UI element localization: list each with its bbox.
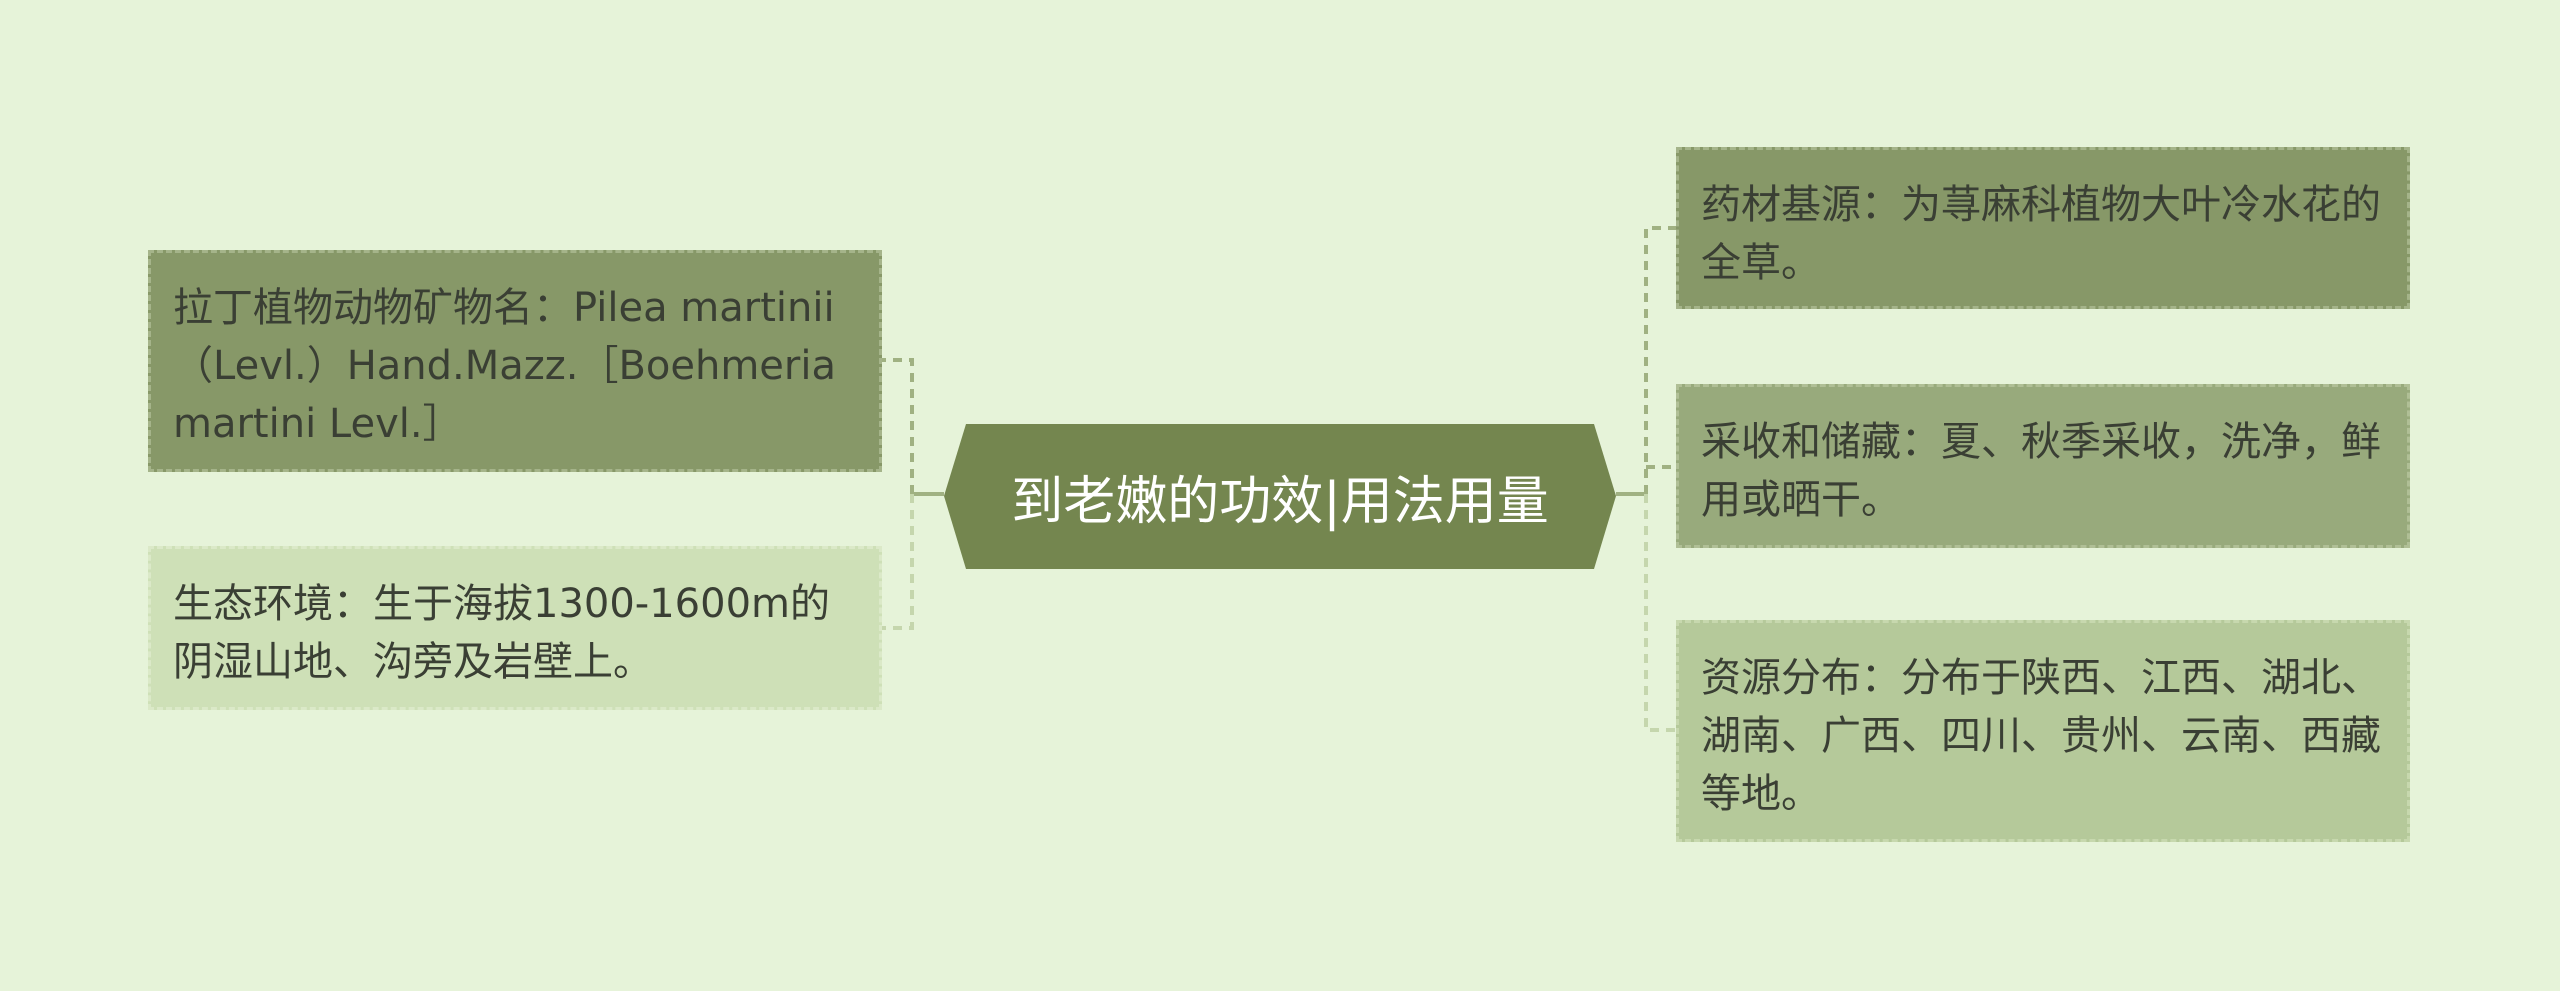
node-distribution-text: 资源分布：分布于陕西、江西、湖北、湖南、广西、四川、贵州、云南、西藏等地。 [1701, 655, 2381, 817]
node-medicinal-source[interactable]: 药材基源：为荨麻科植物大叶冷水花的全草。 [1676, 147, 2410, 309]
node-latin-name[interactable]: 拉丁植物动物矿物名：Pilea martinii（Levl.）Hand.Mazz… [148, 250, 882, 472]
node-medicinal-source-text: 药材基源：为荨麻科植物大叶冷水花的全草。 [1701, 182, 2381, 286]
node-habitat-text: 生态环境：生于海拔1300-1600m的阴湿山地、沟旁及岩壁上。 [173, 581, 830, 685]
node-distribution[interactable]: 资源分布：分布于陕西、江西、湖北、湖南、广西、四川、贵州、云南、西藏等地。 [1676, 620, 2410, 842]
node-harvest-storage[interactable]: 采收和储藏：夏、秋季采收，洗净，鲜用或晒干。 [1676, 384, 2410, 548]
connector-left-2 [882, 494, 914, 630]
node-habitat[interactable]: 生态环境：生于海拔1300-1600m的阴湿山地、沟旁及岩壁上。 [148, 546, 882, 710]
central-topic-label: 到老嫩的功效|用法用量 [1011, 472, 1549, 532]
connector-left-1 [882, 358, 914, 494]
central-topic-shape [944, 424, 1616, 569]
node-harvest-storage-text: 采收和储藏：夏、秋季采收，洗净，鲜用或晒干。 [1701, 419, 2381, 523]
connector-right-3 [1644, 494, 1676, 732]
connector-right-1 [1644, 226, 1676, 494]
central-topic[interactable]: 到老嫩的功效|用法用量 [944, 424, 1616, 569]
node-latin-name-text: 拉丁植物动物矿物名：Pilea martinii（Levl.）Hand.Mazz… [173, 285, 836, 447]
